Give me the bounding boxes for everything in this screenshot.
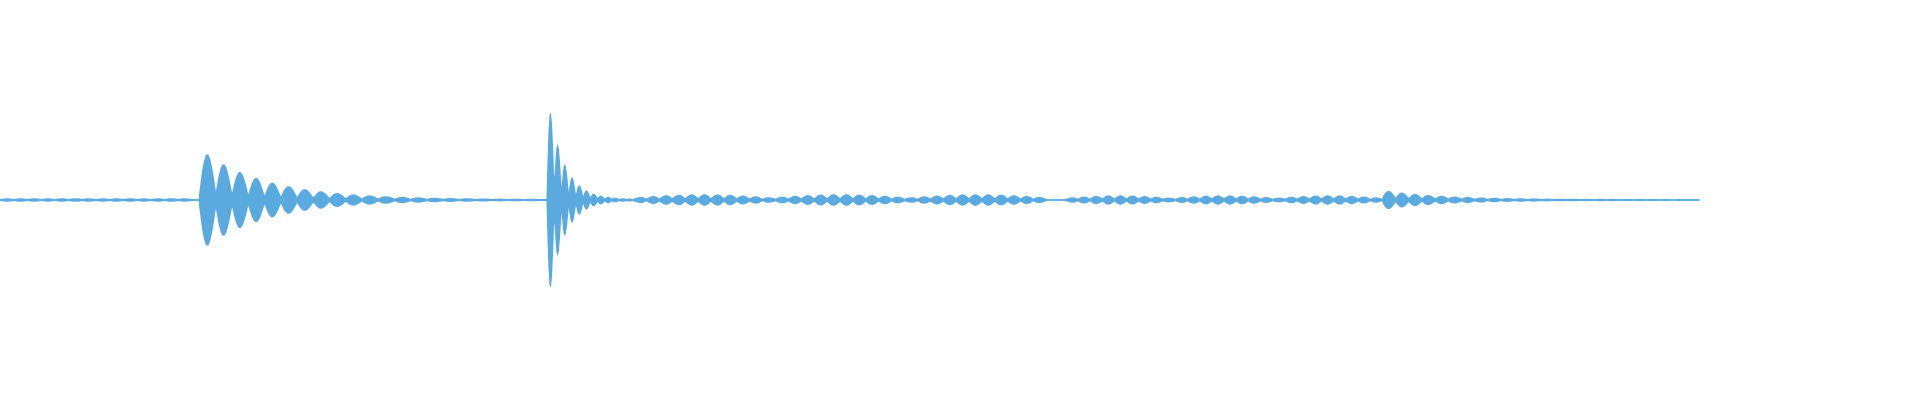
waveform-envelope — [0, 113, 1700, 287]
